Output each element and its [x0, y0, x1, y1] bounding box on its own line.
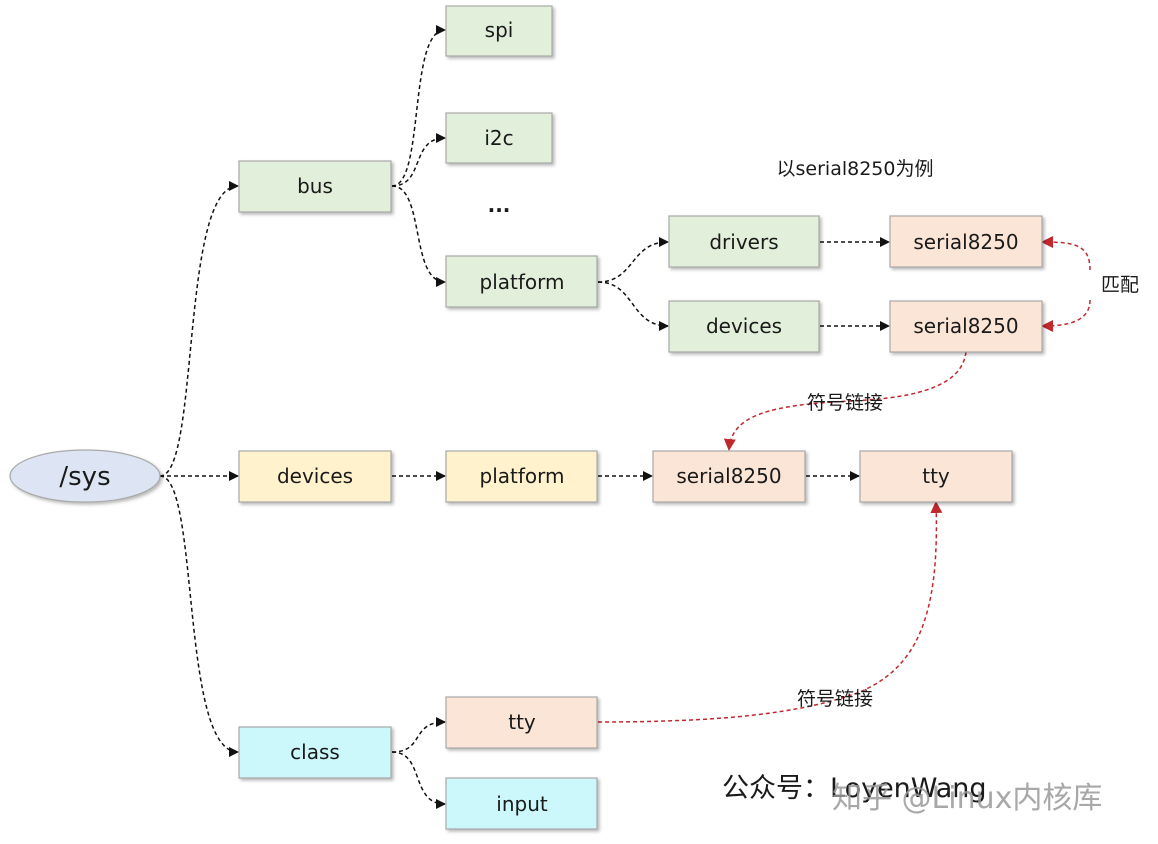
- node-drivers-label: drivers: [709, 230, 778, 254]
- node-devices-label: devices: [277, 464, 353, 488]
- node-devices-serial8250: serial8250: [652, 450, 806, 503]
- connector-platform-devices: [597, 281, 669, 331]
- symlink-lower-label: 符号链接: [797, 688, 873, 710]
- node-bus: bus: [238, 160, 392, 213]
- node-drivers: drivers: [668, 215, 820, 268]
- node-platform-devices-label: devices: [706, 314, 782, 338]
- connector-sys-class: [159, 475, 239, 757]
- root-ellipse: [9, 449, 161, 503]
- red-links: [597, 236, 1091, 723]
- symlink-upper-arrow: [723, 351, 967, 451]
- connector-class-input: [391, 751, 446, 809]
- node-i2c-label: i2c: [484, 126, 513, 150]
- node-devices-platform-label: platform: [480, 464, 565, 488]
- node-class-tty: tty: [445, 696, 598, 749]
- node-devices-tty: tty: [859, 450, 1013, 503]
- symlink-lower-arrow: [597, 501, 943, 723]
- connector-sys-bus: [159, 181, 239, 477]
- connector-bus-spi: [391, 25, 446, 187]
- root-node: /sys: [9, 449, 161, 503]
- node-bus-platform: platform: [445, 255, 598, 308]
- connector-platform-drivers: [597, 237, 669, 283]
- symlink-upper-label: 符号链接: [807, 392, 883, 414]
- node-drv-serial8250-label: serial8250: [913, 230, 1018, 254]
- node-spi-label: spi: [485, 18, 514, 42]
- node-devices-platform: platform: [445, 450, 598, 503]
- node-spi: spi: [445, 5, 553, 57]
- node-class-label: class: [290, 740, 340, 764]
- example-note: 以serial8250为例: [777, 158, 934, 180]
- node-class-input: input: [445, 777, 598, 830]
- zhihu-watermark: 知乎 @Linux内核库: [832, 781, 1102, 816]
- node-dev-serial8250-label: serial8250: [913, 314, 1018, 338]
- node-drv-serial8250: serial8250: [889, 215, 1043, 268]
- match-link-upper: [1041, 236, 1091, 271]
- node-bus-label: bus: [297, 174, 333, 198]
- node-devices-serial8250-label: serial8250: [676, 464, 781, 488]
- root-label: /sys: [59, 462, 110, 492]
- node-class-input-label: input: [496, 792, 548, 816]
- connector-class-tty: [391, 717, 446, 753]
- node-platform-devices: devices: [668, 300, 820, 353]
- node-devices-tty-label: tty: [922, 464, 950, 488]
- connector-bus-platform: [391, 185, 446, 287]
- ellipsis: ...: [488, 193, 511, 217]
- node-i2c: i2c: [445, 112, 553, 164]
- wechat-watermark: 公众号：LoyenWang: [722, 773, 987, 804]
- connector-bus-i2c: [391, 133, 446, 187]
- node-devices: devices: [238, 450, 392, 503]
- node-class: class: [238, 726, 392, 779]
- match-link-lower: [1041, 299, 1091, 332]
- node-bus-platform-label: platform: [480, 270, 565, 294]
- node-class-tty-label: tty: [508, 710, 536, 734]
- connectors: [159, 25, 890, 809]
- match-label: 匹配: [1101, 274, 1139, 296]
- node-dev-serial8250: serial8250: [889, 300, 1043, 353]
